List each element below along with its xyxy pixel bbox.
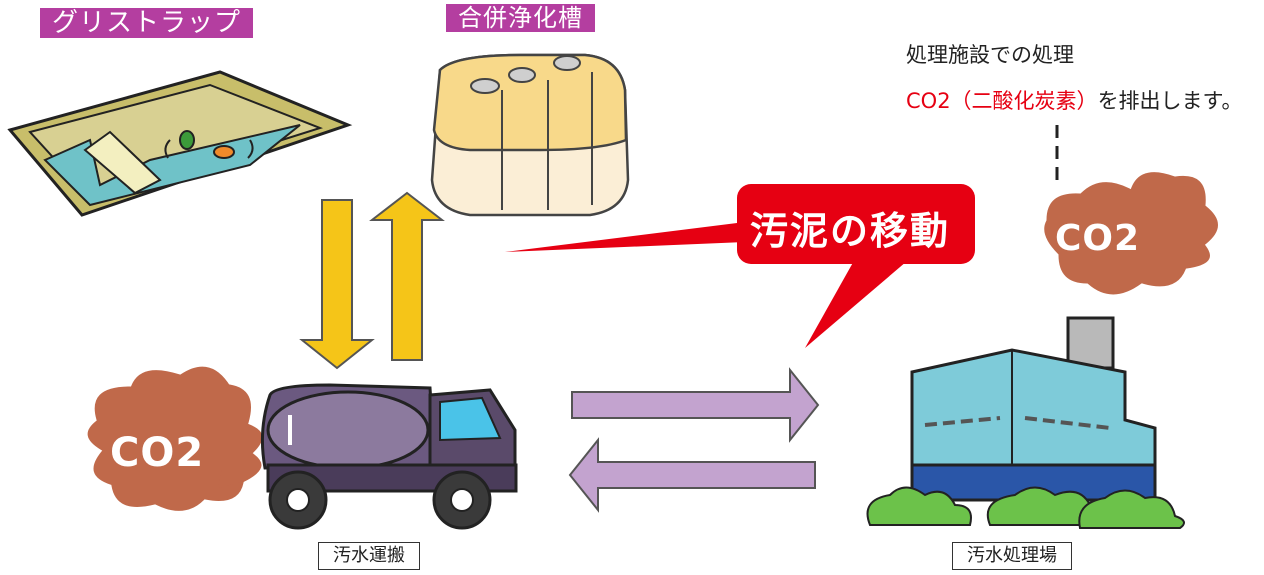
sludge-movement-callout: 汚泥の移動 xyxy=(750,209,951,253)
treatment-plant-caption: 汚水処理場 xyxy=(952,542,1072,570)
yellow-arrows xyxy=(299,191,445,370)
factory-illustration xyxy=(866,316,1185,529)
sewage-transport-caption: 汚水運搬 xyxy=(318,542,420,570)
sludge-callout-balloon xyxy=(505,184,975,348)
septic-tank-illustration xyxy=(430,53,630,217)
co2-truck-label: CO2 xyxy=(110,430,205,476)
grease-trap-label: グリストラップ xyxy=(40,8,254,38)
co2-factory-label: CO2 xyxy=(1055,218,1141,259)
septic-tank-label: 合併浄化槽 xyxy=(446,4,595,32)
co2-cloud-factory xyxy=(1041,169,1221,298)
purple-arrows xyxy=(568,367,820,513)
note-line-2-rest: を排出します。 xyxy=(1097,89,1243,113)
note-line-1: 処理施設での処理 xyxy=(906,43,1074,67)
co2-cloud-truck xyxy=(84,363,266,514)
note-line-2: CO2（二酸化炭素）を排出します。 xyxy=(906,88,1242,114)
grease-trap-illustration xyxy=(7,70,353,217)
note-co2-emphasis: CO2（二酸化炭素） xyxy=(906,89,1098,113)
truck-illustration xyxy=(260,383,518,530)
